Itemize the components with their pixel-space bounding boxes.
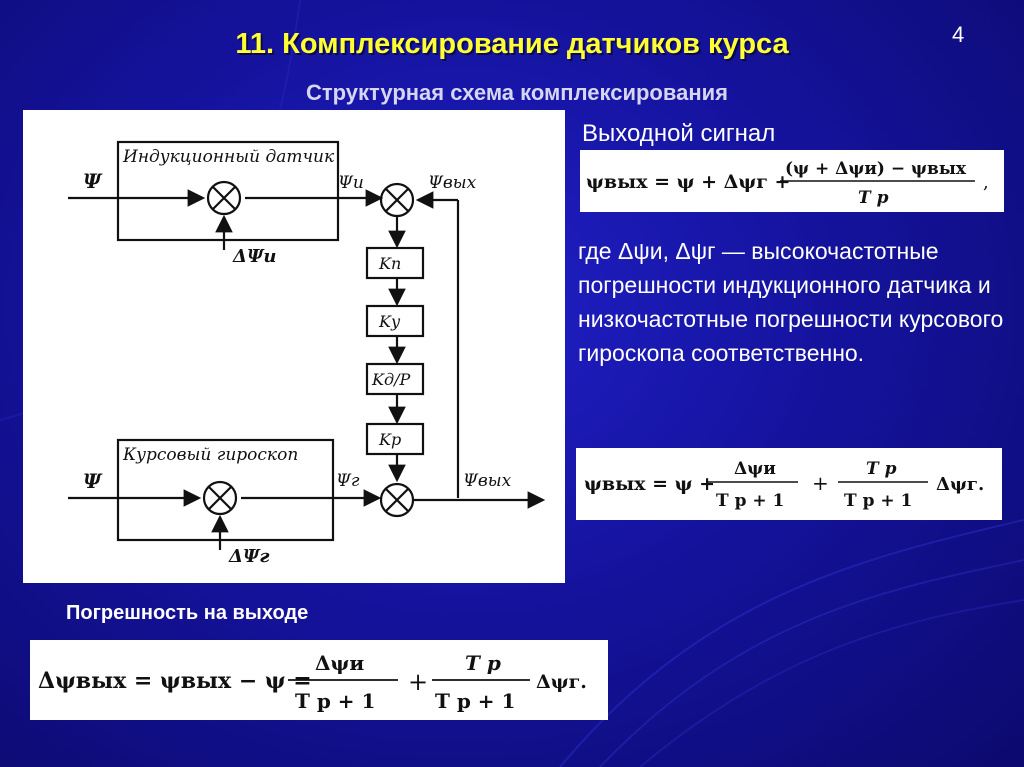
psi-g-label: Ψг <box>336 471 360 491</box>
formula-output-error: Δψвых = ψвых − ψ = Δψи T p + 1 + T p T p… <box>30 640 608 720</box>
formula-1-lhs: ψвых = ψ + Δψг + <box>586 171 790 193</box>
delta-g-label: ΔΨг <box>228 546 270 567</box>
description-text: где Δψи, Δψг — высокочастотные погрешнос… <box>578 238 1004 366</box>
input-top-label: Ψ <box>83 169 103 193</box>
formula-2-lhs: ψвых = ψ + <box>584 473 715 495</box>
formula-2-den1: T p + 1 <box>716 491 784 511</box>
sensor-bottom-label: Курсовый гироскоп <box>122 445 298 465</box>
psi-i-label: Ψи <box>338 173 364 193</box>
output-signal-heading: Выходной сигнал <box>582 120 776 147</box>
formula-3-num2: T p <box>465 651 501 675</box>
psi-out-bottom-label: Ψвых <box>463 471 512 491</box>
formula-output-signal: ψвых = ψ + Δψг + (ψ + Δψи) − ψвых T p , <box>580 150 1004 212</box>
formula-3-num1: Δψи <box>315 651 364 675</box>
formula-2-tail: Δψг. <box>936 474 984 495</box>
formula-output-transfer: ψвых = ψ + Δψи T p + 1 + T p T p + 1 Δψг… <box>576 448 1002 520</box>
formula-2-num1: Δψи <box>734 459 776 479</box>
formula-1-numerator: (ψ + Δψи) − ψвых <box>785 159 967 179</box>
formula-3-tail: Δψг. <box>536 671 587 693</box>
block-kd: Kд/P <box>371 370 410 389</box>
formula-3-plus: + <box>408 668 428 696</box>
slide-subtitle: Структурная схема комплексирования <box>306 80 728 105</box>
formula-2-den2: T p + 1 <box>844 491 912 511</box>
delta-i-label: ΔΨи <box>232 246 277 267</box>
psi-out-top-label: Ψвых <box>428 173 477 193</box>
formula-2-plus: + <box>812 471 829 495</box>
formula-1-tail: , <box>983 172 989 193</box>
block-diagram: Индукционный датчик Курсовый гироскоп Ψ … <box>23 110 565 583</box>
formula-3-den2: T p + 1 <box>435 689 515 713</box>
formula-2-num2: T p <box>866 459 897 479</box>
title-shadow: 11. Комплексирование датчиков курса <box>237 30 791 62</box>
block-kp: Kп <box>378 254 401 273</box>
error-heading: Погрешность на выходе <box>66 602 309 624</box>
slide-number: 4 <box>952 22 965 47</box>
formula-3-den1: T p + 1 <box>295 689 375 713</box>
formula-3-lhs: Δψвых = ψвых − ψ = <box>38 668 312 694</box>
formula-1-denominator: T p <box>858 188 889 208</box>
slide-title: 11. Комплексирование датчиков курса <box>235 28 789 60</box>
block-ku: Kу <box>378 312 401 331</box>
input-bottom-label: Ψ <box>83 469 103 493</box>
block-kr: Kр <box>378 430 401 449</box>
sensor-top-label: Индукционный датчик <box>122 147 335 167</box>
